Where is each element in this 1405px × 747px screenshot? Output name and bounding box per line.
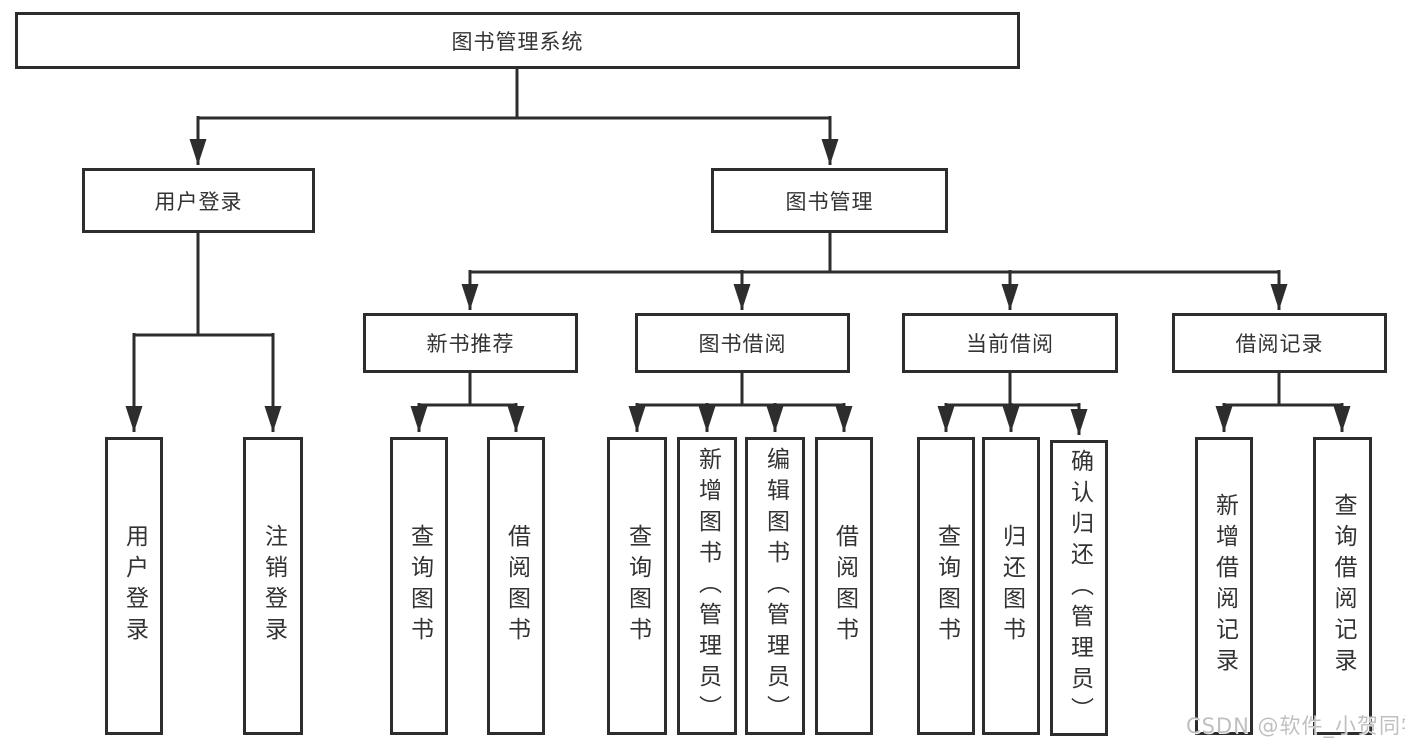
leaf-edit-books-admin: 编辑图书（管理员） bbox=[745, 437, 805, 735]
connector-borrow-record-branch bbox=[1215, 373, 1351, 432]
node-book-borrowing: 图书借阅 bbox=[635, 313, 850, 373]
leaf-query-books-recommend: 查询图书 bbox=[390, 437, 448, 735]
connector-book-borrow-branch bbox=[628, 373, 853, 432]
node-new-book-recommendation: 新书推荐 bbox=[363, 313, 578, 373]
connector-new-book-branch bbox=[410, 373, 525, 432]
leaf-confirm-return-admin: 确认归还（管理员） bbox=[1050, 440, 1108, 736]
connector-root-to-level2 bbox=[189, 69, 839, 165]
connector-book-management-branch bbox=[461, 233, 1288, 310]
leaf-return-books: 归还图书 bbox=[982, 437, 1040, 735]
leaf-query-books-current: 查询图书 bbox=[917, 437, 975, 735]
node-current-borrowing: 当前借阅 bbox=[902, 313, 1118, 373]
leaf-query-borrow-record: 查询借阅记录 bbox=[1313, 437, 1372, 735]
node-library-system: 图书管理系统 bbox=[15, 12, 1020, 69]
leaf-user-login: 用户登录 bbox=[105, 437, 163, 735]
leaf-logout: 注销登录 bbox=[243, 437, 303, 735]
node-book-management-branch: 图书管理 bbox=[711, 168, 948, 233]
leaf-borrow-books-borrowing: 借阅图书 bbox=[815, 437, 873, 735]
connector-user-login-branch bbox=[125, 233, 282, 432]
watermark-csdn: CSDN @软件_小贺同学 bbox=[1186, 714, 1405, 738]
leaf-add-books-admin: 新增图书（管理员） bbox=[677, 437, 737, 735]
leaf-query-books-borrowing: 查询图书 bbox=[607, 437, 667, 735]
node-borrowing-records: 借阅记录 bbox=[1172, 313, 1387, 373]
node-user-login-branch: 用户登录 bbox=[82, 168, 315, 233]
connector-current-borrow-branch bbox=[937, 373, 1088, 435]
leaf-borrow-books-recommend: 借阅图书 bbox=[487, 437, 545, 735]
leaf-add-borrow-record: 新增借阅记录 bbox=[1195, 437, 1253, 735]
